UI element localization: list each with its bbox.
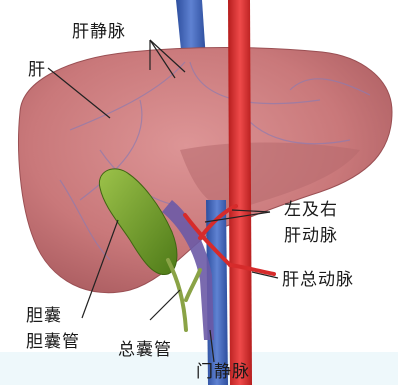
label-portal-vein: 门静脉 [196,362,250,382]
label-common-hepatic-artery: 肝总动脉 [282,270,354,290]
label-cystic-duct: 胆囊管 [24,332,82,352]
label-hepatic-veins: 肝静脉 [72,22,126,42]
label-common-bile-duct: 总囊管 [118,340,172,360]
label-liver: 肝 [28,60,46,80]
bile-ducts [168,260,200,330]
label-gallbladder: 胆囊 [24,306,64,326]
aorta [228,0,252,385]
label-hepatic-arteries-line1: 左及右 [284,200,338,220]
label-hepatic-arteries-line2: 肝动脉 [284,226,338,246]
